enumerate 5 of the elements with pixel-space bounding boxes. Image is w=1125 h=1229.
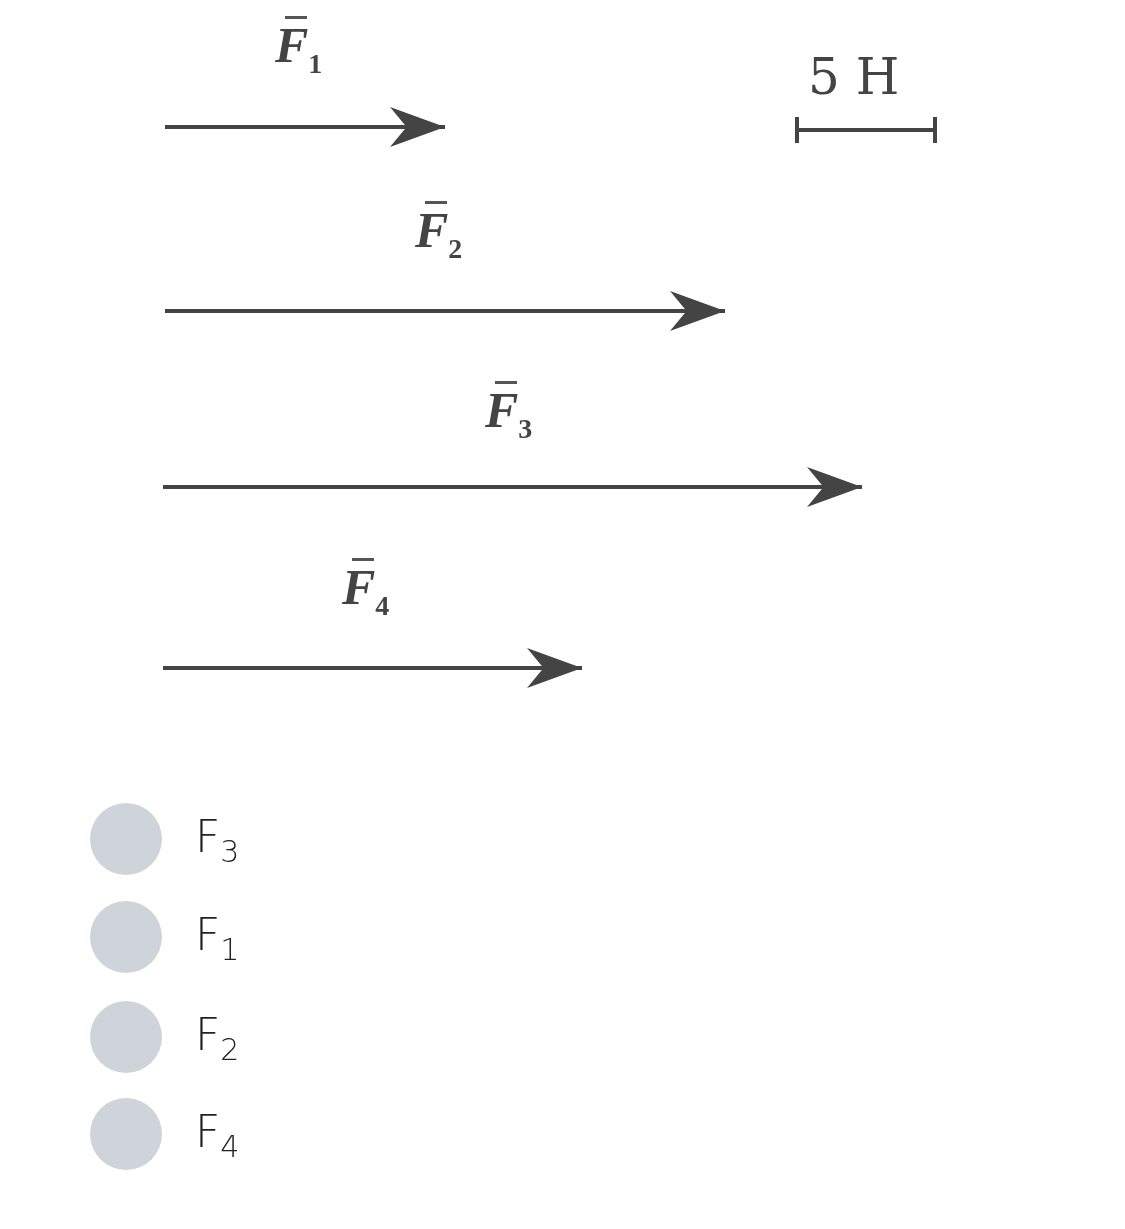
option-text: F$_{2}$ — [195, 1013, 240, 1065]
option-text: F$_{1}$ — [195, 913, 240, 965]
option-text: F$_{3}$ — [195, 815, 240, 867]
option-text: F$_{4}$ — [195, 1110, 240, 1162]
scale-label: 5 H — [808, 52, 900, 102]
